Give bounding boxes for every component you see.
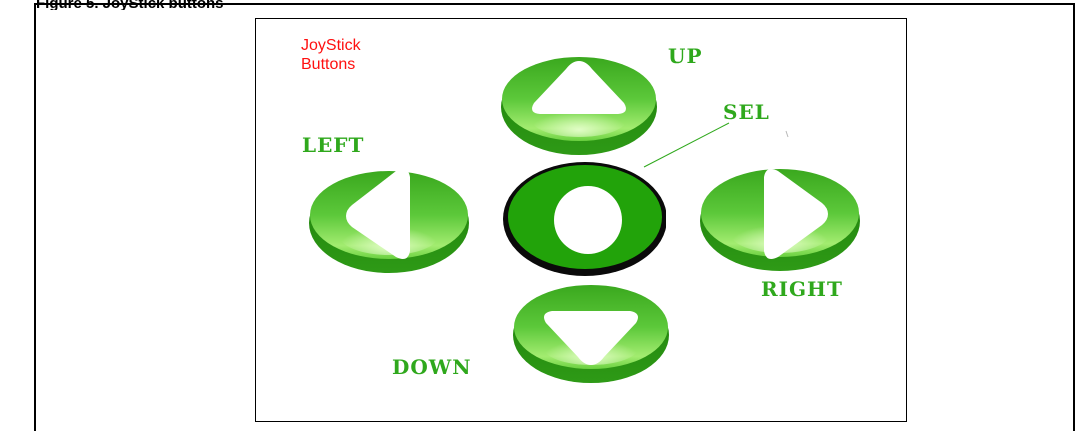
- left-label: LEFT: [302, 133, 364, 157]
- up-button[interactable]: [501, 57, 657, 155]
- figure-caption: Figure 5. JoyStick buttons: [36, 0, 224, 10]
- sel-leader-line: [643, 122, 730, 168]
- figure-frame: Figure 5. JoyStick buttons: [34, 0, 1075, 431]
- left-button[interactable]: [309, 169, 469, 273]
- up-arrow-icon: [532, 61, 626, 114]
- down-button[interactable]: [513, 285, 669, 383]
- left-arrow-icon: [346, 169, 410, 259]
- right-button[interactable]: [700, 169, 860, 271]
- diagram-title-line-2: Buttons: [301, 56, 355, 73]
- right-arrow-icon: [764, 169, 828, 259]
- joystick-diagram-box: JoyStick Buttons UP SEL LEFT: [255, 18, 907, 422]
- down-label: DOWN: [392, 355, 472, 379]
- joystick-diagram: JoyStick Buttons UP SEL LEFT: [301, 37, 860, 383]
- down-arrow-icon: [544, 311, 638, 365]
- select-ring-icon: [554, 186, 622, 254]
- up-label: UP: [668, 44, 702, 68]
- select-button[interactable]: [503, 162, 670, 276]
- diagram-title-line-1: JoyStick: [301, 37, 362, 54]
- right-label: RIGHT: [761, 277, 843, 301]
- sel-leader-tick: [785, 130, 789, 138]
- sel-label: SEL: [723, 100, 770, 124]
